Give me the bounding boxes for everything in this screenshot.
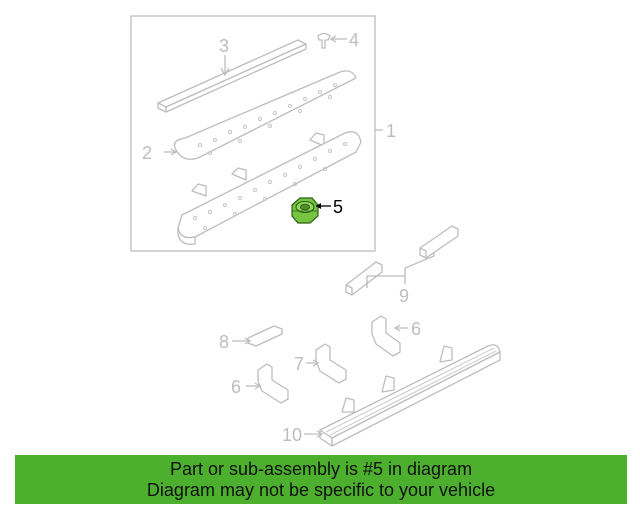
part-5-nut[interactable]	[291, 197, 319, 224]
info-banner: Part or sub-assembly is #5 in diagram Di…	[15, 455, 627, 504]
callout-9: 9	[399, 286, 409, 306]
part-6-bracket-upper[interactable]	[371, 315, 401, 357]
part-2-pad[interactable]	[173, 70, 357, 160]
callout-1: 1	[386, 121, 396, 141]
part-9-bracket-front[interactable]	[345, 261, 383, 296]
part-1-board-frame[interactable]	[177, 131, 362, 245]
callout-4: 4	[349, 30, 359, 50]
callout-5: 5	[333, 197, 343, 217]
part-6-bracket-lower[interactable]	[257, 363, 289, 404]
part-8-clip[interactable]	[247, 325, 283, 347]
part-3-trim-strip[interactable]	[157, 39, 307, 113]
callout-3: 3	[219, 36, 229, 56]
callout-10: 10	[282, 425, 302, 445]
callout-6-upper: 6	[411, 319, 421, 339]
callout-2: 2	[142, 143, 152, 163]
banner-line-1: Part or sub-assembly is #5 in diagram	[169, 459, 473, 479]
parts-diagram: 1 2 3 4 5 6 6 7 8 9 10	[130, 15, 501, 447]
part-7-bracket[interactable]	[315, 343, 347, 384]
banner-line-2: Diagram may not be specific to your vehi…	[146, 480, 496, 500]
part-10-step-bar[interactable]	[319, 344, 501, 447]
callout-7: 7	[294, 354, 304, 374]
callout-6-lower: 6	[231, 377, 241, 397]
part-4-clip[interactable]	[317, 32, 331, 49]
assembly-box	[130, 15, 376, 252]
part-9-bracket-rear[interactable]	[419, 225, 459, 259]
callout-8: 8	[219, 332, 229, 352]
